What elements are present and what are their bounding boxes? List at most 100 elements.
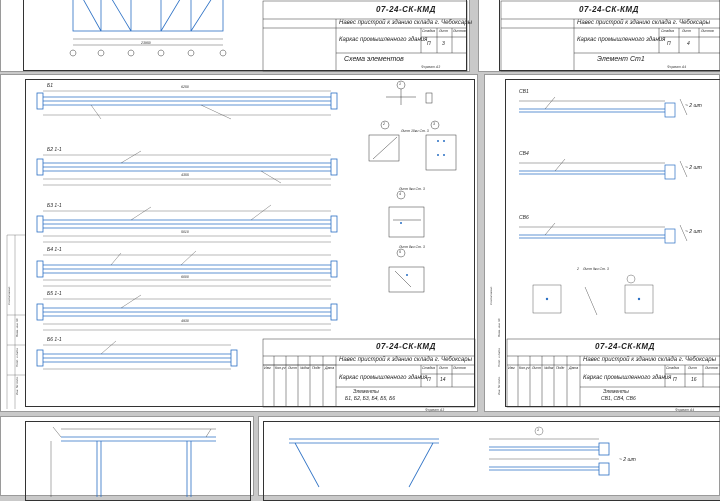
sheet-ref-3: Лист 8ки Ст. 3 <box>399 245 425 249</box>
brace-qty-3: ~ 2 шт <box>685 229 702 235</box>
title-block <box>500 0 720 72</box>
callout-3: 3 <box>433 122 435 126</box>
sheets-header: Листов <box>453 366 466 370</box>
sheet-beams: Согласовано Взам. инв. № Подп. и дата Ин… <box>0 74 478 412</box>
callout-5: 5 <box>399 250 401 254</box>
kol-header: Кол.уч <box>519 366 530 370</box>
sheet-number: 14 <box>440 377 446 383</box>
section-name: Каркас промышленного здания <box>577 37 666 43</box>
drawing-code: 07-24-СК-КМД <box>376 342 436 351</box>
ndok-header: №док <box>544 366 554 370</box>
project-name: Навес пристрой к зданию склада г. Чебокс… <box>583 357 716 363</box>
project-name: Навес пристрой к зданию склада г. Чебокс… <box>339 357 472 363</box>
sheet-number: 4 <box>687 41 690 47</box>
sheet-ref-2: Лист 9ки Ст. 3 <box>399 187 425 191</box>
sheet-number: 3 <box>442 41 445 47</box>
data-header: Дата <box>325 366 335 370</box>
sheets-header: Листов <box>705 366 718 370</box>
callout-2: 2 <box>577 267 579 271</box>
format-label: Формат А4 <box>675 408 695 412</box>
beam-label-b1: Б1 <box>47 83 54 89</box>
drawing-code: 07-24-СК-КМД <box>579 5 639 14</box>
sheet-title: Схема элементов <box>344 56 404 63</box>
sheet-header: Лист <box>439 29 449 33</box>
izm-header: Изм <box>508 366 515 370</box>
sheet-frame-bottom-left <box>0 416 254 501</box>
schema-drawing <box>69 0 468 72</box>
brace-label-sv6: СВ6 <box>519 215 529 221</box>
dim-b1: 6250 <box>181 85 189 89</box>
drawing-code: 07-24-СК-КМД <box>376 5 436 14</box>
sheet-header: Лист <box>688 366 698 370</box>
project-name: Навес пристрой к зданию склада г. Чебокс… <box>577 20 710 26</box>
stage-header: Стадия <box>422 29 436 33</box>
sheets-header: Листов <box>701 29 714 33</box>
list-header: Лист <box>532 366 542 370</box>
brace-label-sv4: СВ4 <box>519 151 529 157</box>
sheet-frame <box>499 0 720 71</box>
callout-6: 1 <box>537 428 539 432</box>
frame-drawing <box>50 426 216 497</box>
stage-header: Стадия <box>661 29 675 33</box>
kol-header: Кол.уч <box>275 366 286 370</box>
callout-2: 2 <box>383 122 385 126</box>
section-name: Каркас промышленного здания <box>583 375 672 381</box>
sheet-title: Элементы <box>353 389 379 395</box>
beam-label-b3: Б3 1-1 <box>47 203 62 209</box>
beams-drawing <box>6 80 476 409</box>
brace-label-sv1: СВ1 <box>519 89 529 95</box>
sheet-title: Элементы <box>603 389 629 395</box>
beam-label-b2: Б2 1-1 <box>47 147 62 153</box>
brace-qty-2: ~ 2 шт <box>685 165 702 171</box>
brace-qty-1: ~ 2 шт <box>685 103 702 109</box>
podp-header: Подп <box>556 366 565 370</box>
section-name: Каркас промышленного здания <box>339 37 428 43</box>
stage-header: Стадия <box>422 366 436 370</box>
brace-qty-4: ~ 2 шт <box>619 457 636 463</box>
list-header: Лист <box>288 366 298 370</box>
sheet-header: Лист <box>439 366 449 370</box>
project-name: Навес пристрой к зданию склада г. Чебокс… <box>339 20 472 26</box>
sheet-frame <box>25 79 475 407</box>
format-label: Формат А3 <box>421 65 441 69</box>
stage-value: П <box>427 377 431 383</box>
section-name: Каркас промышленного здания <box>339 375 428 381</box>
sheets-header: Листов <box>453 29 466 33</box>
sheet-braces: Согласовано Взам. инв. № Подп. и дата Ин… <box>484 74 720 412</box>
sheet-ref-sv: Лист 9ки Ст. 3 <box>583 267 609 271</box>
dim-b4: 6000 <box>181 275 189 279</box>
stage-value: П <box>427 41 431 47</box>
sheet-frame <box>505 79 720 407</box>
sheet-header: Лист <box>682 29 692 33</box>
stage-header: Стадия <box>666 366 680 370</box>
sheet-schema-elements: 07-24-СК-КМД Навес пристрой к зданию скл… <box>0 0 472 72</box>
dim-b2: 4355 <box>181 173 189 177</box>
braces-drawing <box>506 96 720 408</box>
data-header: Дата <box>569 366 579 370</box>
sheet-ref-1: Лист 10ки Ст. 3 <box>401 129 429 133</box>
sheet-title: Элемент Ст1 <box>597 56 645 63</box>
callout-1: 1 <box>399 82 401 86</box>
beam-label-b6: Б6 1-1 <box>47 337 62 343</box>
dim-b5: 4930 <box>181 319 189 323</box>
drawing-code: 07-24-СК-КМД <box>595 342 655 351</box>
sheet-element-st1: 07-24-СК-КМД Навес пристрой к зданию скл… <box>478 0 720 72</box>
stage-value: П <box>667 41 671 47</box>
sheet-number: 16 <box>691 377 697 383</box>
sheet-frame <box>23 0 467 71</box>
format-label: Формат А4 <box>667 65 687 69</box>
dim-b3: 5010 <box>181 230 189 234</box>
podp-header: Подп <box>312 366 321 370</box>
format-label: Формат А3 <box>425 408 445 412</box>
sheet-truss-bottom-right: ~ 2 шт 1 <box>258 416 720 501</box>
callout-4: 4 <box>399 192 401 196</box>
sheet-title-2: Б1, Б2, Б3, Б4, Б5, Б6 <box>345 396 396 402</box>
izm-header: Изм <box>264 366 271 370</box>
beam-label-b4: Б4 1-1 <box>47 247 62 253</box>
truss-drawing <box>289 426 610 488</box>
sheet-title-2: СВ1, СВ4, СВ6 <box>601 396 636 402</box>
ndok-header: №док <box>300 366 310 370</box>
dim-label: 23950 <box>141 41 151 45</box>
beam-label-b5: Б5 1-1 <box>47 291 62 297</box>
stage-value: П <box>673 377 677 383</box>
